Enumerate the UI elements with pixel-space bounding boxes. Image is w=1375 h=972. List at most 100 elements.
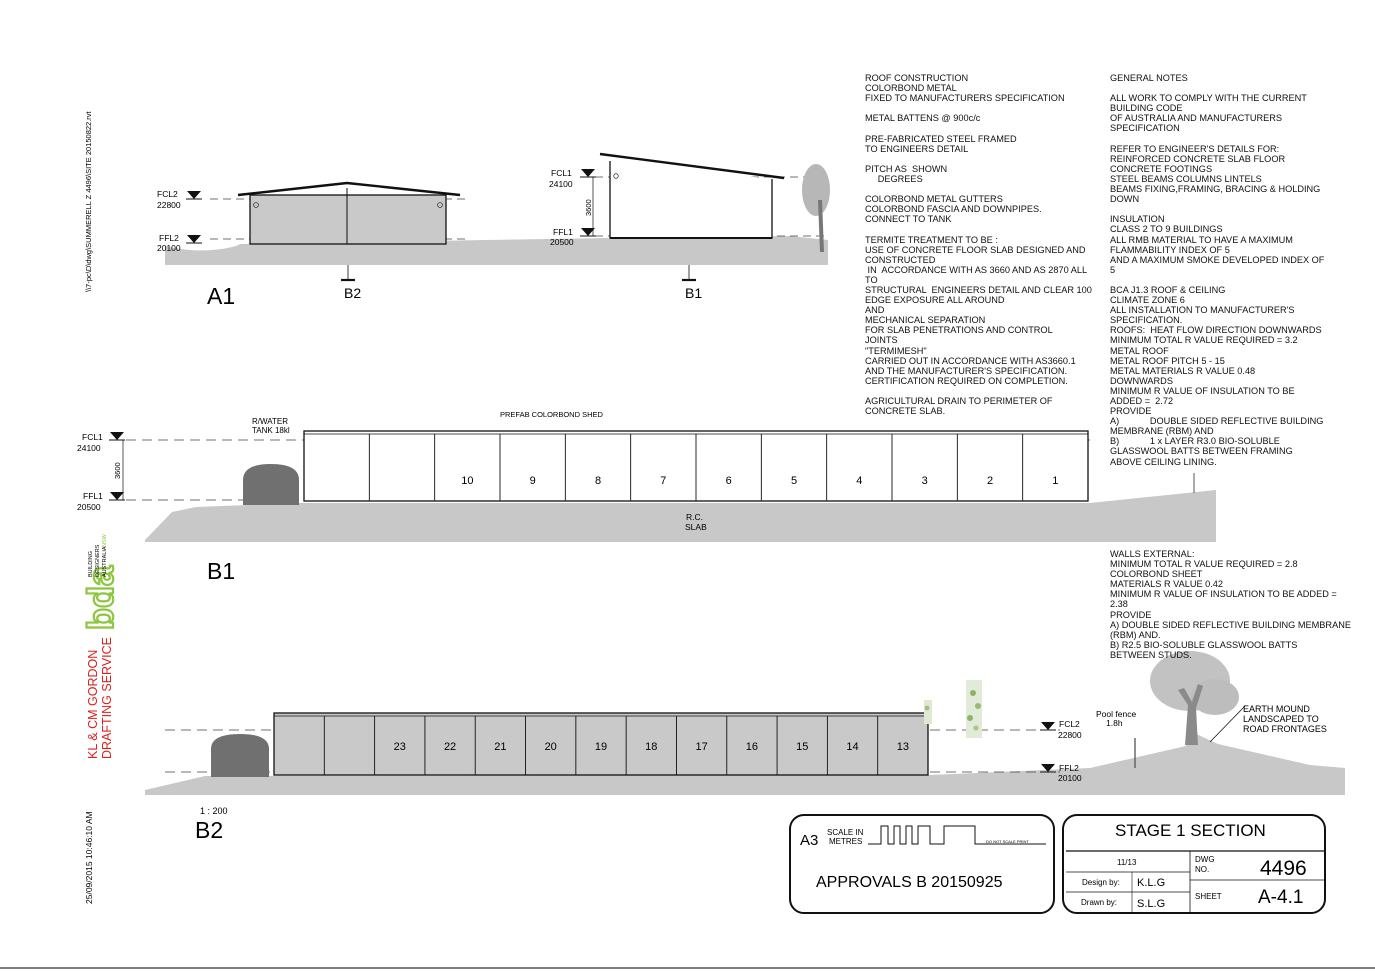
dwg-label-2: NO. [1195,865,1209,874]
bda-sub-2: DESIGNERS [95,544,101,577]
b1-ffl1-label: FFL1 [83,491,103,501]
dwg-number: 4496 [1260,857,1307,880]
b2-water-tank [211,734,269,777]
view-label-b2: B2 [195,817,223,843]
b1-ffl1-marker [110,492,124,500]
bay-number: 4 [856,475,862,487]
section-b2: 23 22 21 20 19 18 17 16 15 14 13 Pool fence 1.8h E… [145,651,1345,843]
bda-sub-3: AUSTRALIA [102,546,108,577]
a1-dim-3600: 3600 [584,199,593,216]
pool-fence-height: 1.8h [1106,718,1123,728]
b1-fcl1-value: 24100 [77,443,101,453]
bay-number: 13 [897,741,909,753]
roof-notes: ROOF CONSTRUCTION COLORBOND METAL FIXED … [865,73,1092,417]
view-label-b1: B1 [207,558,235,584]
bay-number: 20 [545,741,557,753]
scale-text-2: METRES [829,837,862,846]
earth-mound-label-2: LANDSCAPED TO [1243,714,1319,724]
ffl2-value: 20100 [157,243,181,253]
a1-fcl1-label: FCL1 [551,168,572,178]
company-name: KL & CM GORDON [86,650,100,759]
rwt-label-2: TANK 18kl [252,426,290,435]
a1-fcl1-value: 24100 [549,179,573,189]
wall-notes: WALLS EXTERNAL: MINIMUM TOTAL R VALUE RE… [1110,549,1351,660]
bay-number: 9 [530,475,536,487]
drawn-value: S.L.G [1137,898,1165,910]
b1-ground [145,490,1216,542]
b2-shed [273,712,929,776]
bay-number: 7 [660,475,666,487]
bda-sub-4: NSW [102,533,108,547]
section-a1: B2 B1 FCL2 22800 FFL2 20100 FCL1 24100 F… [157,152,830,309]
bay-number: 6 [726,475,732,487]
sidebar: \\7-pc\D\dwg\SUMMERELL Z 4496\SITE 20150… [79,110,122,904]
print-timestamp: 25/09/2015 10:46:10 AM [84,811,94,904]
bay-number: 16 [746,741,758,753]
b2-ffl2-marker [1041,764,1055,772]
a1-marker-b1: B1 [685,285,702,301]
company-service: DRAFTING SERVICE [100,637,114,759]
title-block-right: STAGE 1 SECTION 11/13 DWG NO. 4496 Desig… [1062,814,1326,914]
b2-fcl2-label: FCL2 [1059,719,1080,729]
sheet-size: A3 [800,832,818,849]
bay-number: 17 [695,741,707,753]
title-block-left: A3 SCALE IN METRES DO NOT SCALE PRINT AP… [789,814,1055,914]
a1-fcl1-marker [581,169,595,177]
b2-fcl2-value: 22800 [1058,730,1082,740]
b2-fcl2-marker [1041,722,1055,730]
b1-fcl1-marker [110,432,124,440]
a1-ffl1-value: 20500 [550,237,574,247]
design-label: Design by: [1082,878,1120,887]
scale-bar [868,825,1046,845]
earth-mound-label: EARTH MOUND [1243,704,1310,714]
a1-marker-b2: B2 [344,285,361,301]
bay-number: 14 [846,741,858,753]
b2-ffl2-label: FFL2 [1059,763,1079,773]
date-value: 11/13 [1117,858,1137,867]
bay-number: 21 [494,741,506,753]
a1-shed-small [249,194,447,245]
bda-logo: bda [80,565,121,630]
sheet-title: STAGE 1 SECTION [1115,821,1266,840]
scale-label: 1 : 200 [200,806,228,816]
scale-text: SCALE IN [827,828,864,837]
rwt-label: R/WATER [252,417,288,426]
bay-number: 19 [595,741,607,753]
slab-label: R.C. [686,512,703,522]
a1-ffl1-label: FFL1 [553,227,573,237]
b2-ground [145,732,1345,795]
bay-number: 3 [922,475,928,487]
bay-number: 23 [394,741,406,753]
bda-sub-1: BUILDING [88,551,94,577]
fcl2-marker [187,191,201,199]
a1-tree [802,164,830,252]
approvals-label: APPROVALS B 20150925 [816,874,1003,891]
bay-number: 10 [461,475,473,487]
bay-number: 15 [796,741,808,753]
b1-water-tank [243,464,299,505]
b2-vegetation [924,680,982,738]
fcl2-label: FCL2 [157,189,178,199]
dwg-label: DWG [1195,855,1215,864]
file-path: \\7-pc\D\dwg\SUMMERELL Z 4496\SITE 20150… [84,110,93,292]
bay-number: 22 [444,741,456,753]
bay-number: 18 [645,741,657,753]
view-label-a1: A1 [207,283,235,309]
bay-number: 5 [791,475,797,487]
b1-ffl1-value: 20500 [77,502,101,512]
drawn-label: Drawn by: [1081,898,1117,907]
do-not-scale: DO NOT SCALE PRINT [986,839,1029,844]
design-value: K.L.G [1137,877,1165,889]
bay-number: 2 [987,475,993,487]
b2-bays: 23 22 21 20 19 18 17 16 15 14 13 [323,716,909,775]
b2-tree [1150,651,1239,745]
general-notes: GENERAL NOTES ALL WORK TO COMPLY WITH TH… [1110,73,1325,467]
slab-label-2: SLAB [685,522,707,532]
ffl2-marker [187,235,201,243]
b2-ffl2-value: 20100 [1058,773,1082,783]
pool-fence-label: Pool fence [1096,709,1136,719]
bay-number: 1 [1052,475,1058,487]
